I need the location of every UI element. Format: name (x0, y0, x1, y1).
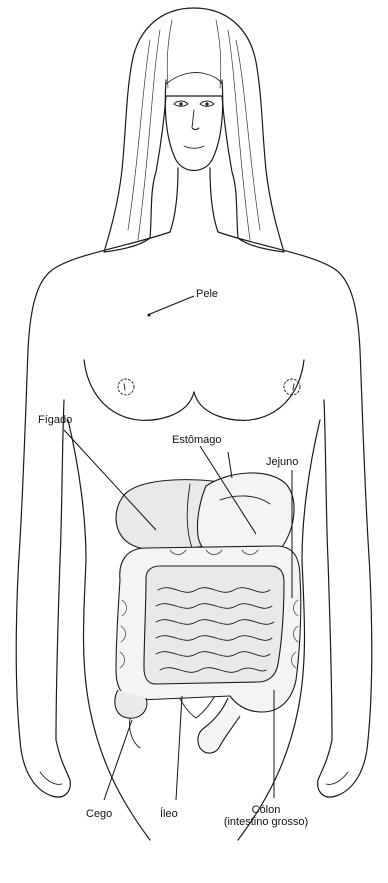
neck (170, 168, 178, 232)
label-colon-line2: (intestino grosso) (214, 816, 318, 828)
left-hand (20, 740, 70, 797)
leader-pele (150, 296, 194, 314)
left-breast (84, 360, 194, 420)
nose (192, 110, 199, 130)
right-breast (194, 360, 304, 420)
hair (104, 8, 284, 252)
leader-cego (104, 720, 132, 800)
leader-ileo (176, 696, 182, 800)
left-arm-inner (56, 400, 64, 740)
rectum (198, 698, 240, 753)
label-pele: Pele (196, 288, 218, 300)
label-cego: Cego (86, 808, 112, 820)
right-hand (318, 740, 368, 797)
right-arm-inner (324, 400, 332, 740)
label-ileo: Íleo (160, 808, 178, 820)
leader-figado (64, 430, 156, 530)
face (165, 80, 222, 171)
label-figado: Fígado (38, 414, 72, 426)
label-colon-line1: Cólon (214, 804, 318, 816)
label-estomago: Estômago (172, 434, 222, 446)
leader-estomago-2 (228, 452, 232, 478)
label-jejuno: Jejuno (266, 456, 298, 468)
mouth (184, 146, 204, 148)
label-colon: Cólon (intestino grosso) (214, 804, 318, 828)
small-intestine-area (144, 566, 284, 684)
